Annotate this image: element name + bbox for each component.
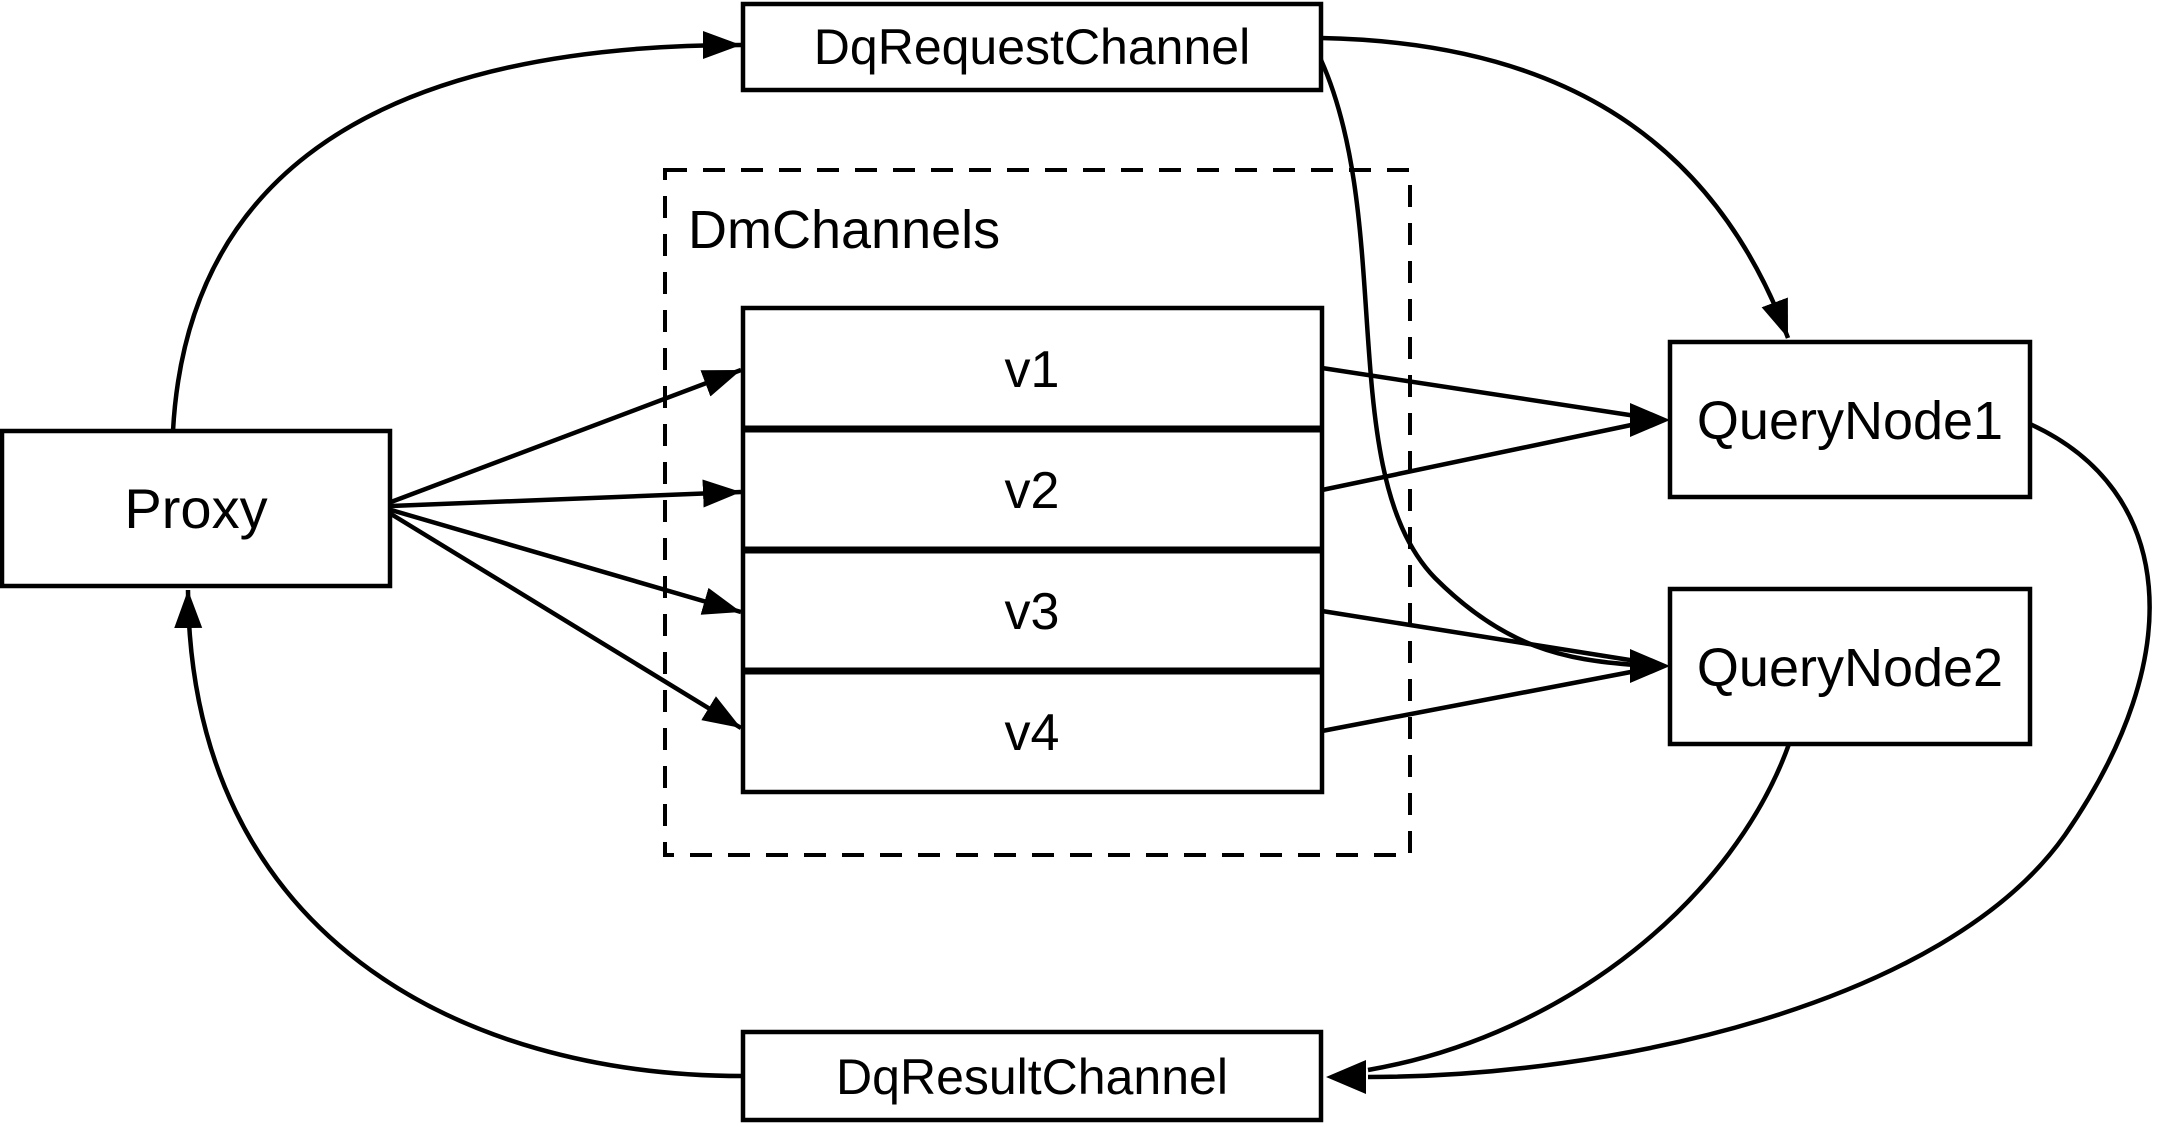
node-dqrequestchannel: DqRequestChannel	[740, 1, 1324, 93]
edge-proxy-to-v4	[389, 512, 743, 730]
arrowhead-into-querynode1-left	[1630, 403, 1670, 437]
edge-v4-to-querynode2	[1321, 668, 1637, 734]
proxy-box	[0, 428, 393, 589]
querynode2-label: QueryNode2	[1697, 638, 2003, 698]
channel-v2-label: v2	[1005, 462, 1060, 520]
edge-dqresultchannel-to-proxy	[174, 589, 744, 1079]
edge-v1-to-querynode1	[1321, 365, 1637, 419]
edge-v2-to-querynode1	[1321, 421, 1637, 493]
arrowhead-into-querynode2-left	[1630, 649, 1670, 683]
dqresultchannel-label: DqResultChannel	[836, 1049, 1228, 1105]
node-dqresultchannel: DqResultChannel	[740, 1029, 1324, 1123]
node-proxy: Proxy	[0, 428, 393, 589]
edge-proxy-to-v3	[390, 507, 742, 615]
dqrequestchannel-label: DqRequestChannel	[814, 19, 1250, 75]
node-querynode2: QueryNode2	[1667, 586, 2033, 747]
channel-stack: v1 v2 v3 v4	[740, 305, 1325, 795]
channel-v3-label: v3	[1005, 583, 1060, 641]
querynode1-box	[1667, 339, 2033, 500]
edge-querynode1-to-dqresultchannel	[1367, 421, 2152, 1080]
channel-v4-label: v4	[1005, 704, 1060, 762]
channel-v1-label: v1	[1005, 341, 1060, 399]
edge-dqrequestchannel-to-querynode2	[1318, 59, 1637, 668]
arrowhead-into-dqresultchannel-right	[1326, 1060, 1366, 1094]
dmchannels-dashed-box	[663, 168, 1412, 857]
edge-querynode2-to-dqresultchannel	[1367, 743, 1792, 1073]
querynode1-label: QueryNode1	[1697, 391, 2003, 451]
nodes-layer: DqRequestChannel DmChannels v1 v2 v3 v4	[0, 1, 2033, 1123]
edge-proxy-to-v2	[390, 479, 742, 509]
group-dmchannels: DmChannels v1 v2 v3 v4	[663, 168, 1412, 857]
edge-dqrequestchannel-to-querynode1	[1320, 35, 1791, 339]
edge-v3-to-querynode2	[1321, 608, 1637, 664]
node-querynode1: QueryNode1	[1667, 339, 2033, 500]
dmchannels-label: DmChannels	[688, 200, 1000, 260]
edge-proxy-to-dqrequestchannel	[170, 31, 742, 432]
edges-layer	[170, 31, 2152, 1094]
querynode2-box	[1667, 586, 2033, 747]
edge-proxy-to-v1	[390, 367, 742, 505]
dqrequestchannel-box	[740, 1, 1324, 93]
proxy-label: Proxy	[124, 477, 267, 540]
dqresultchannel-box	[740, 1029, 1324, 1123]
